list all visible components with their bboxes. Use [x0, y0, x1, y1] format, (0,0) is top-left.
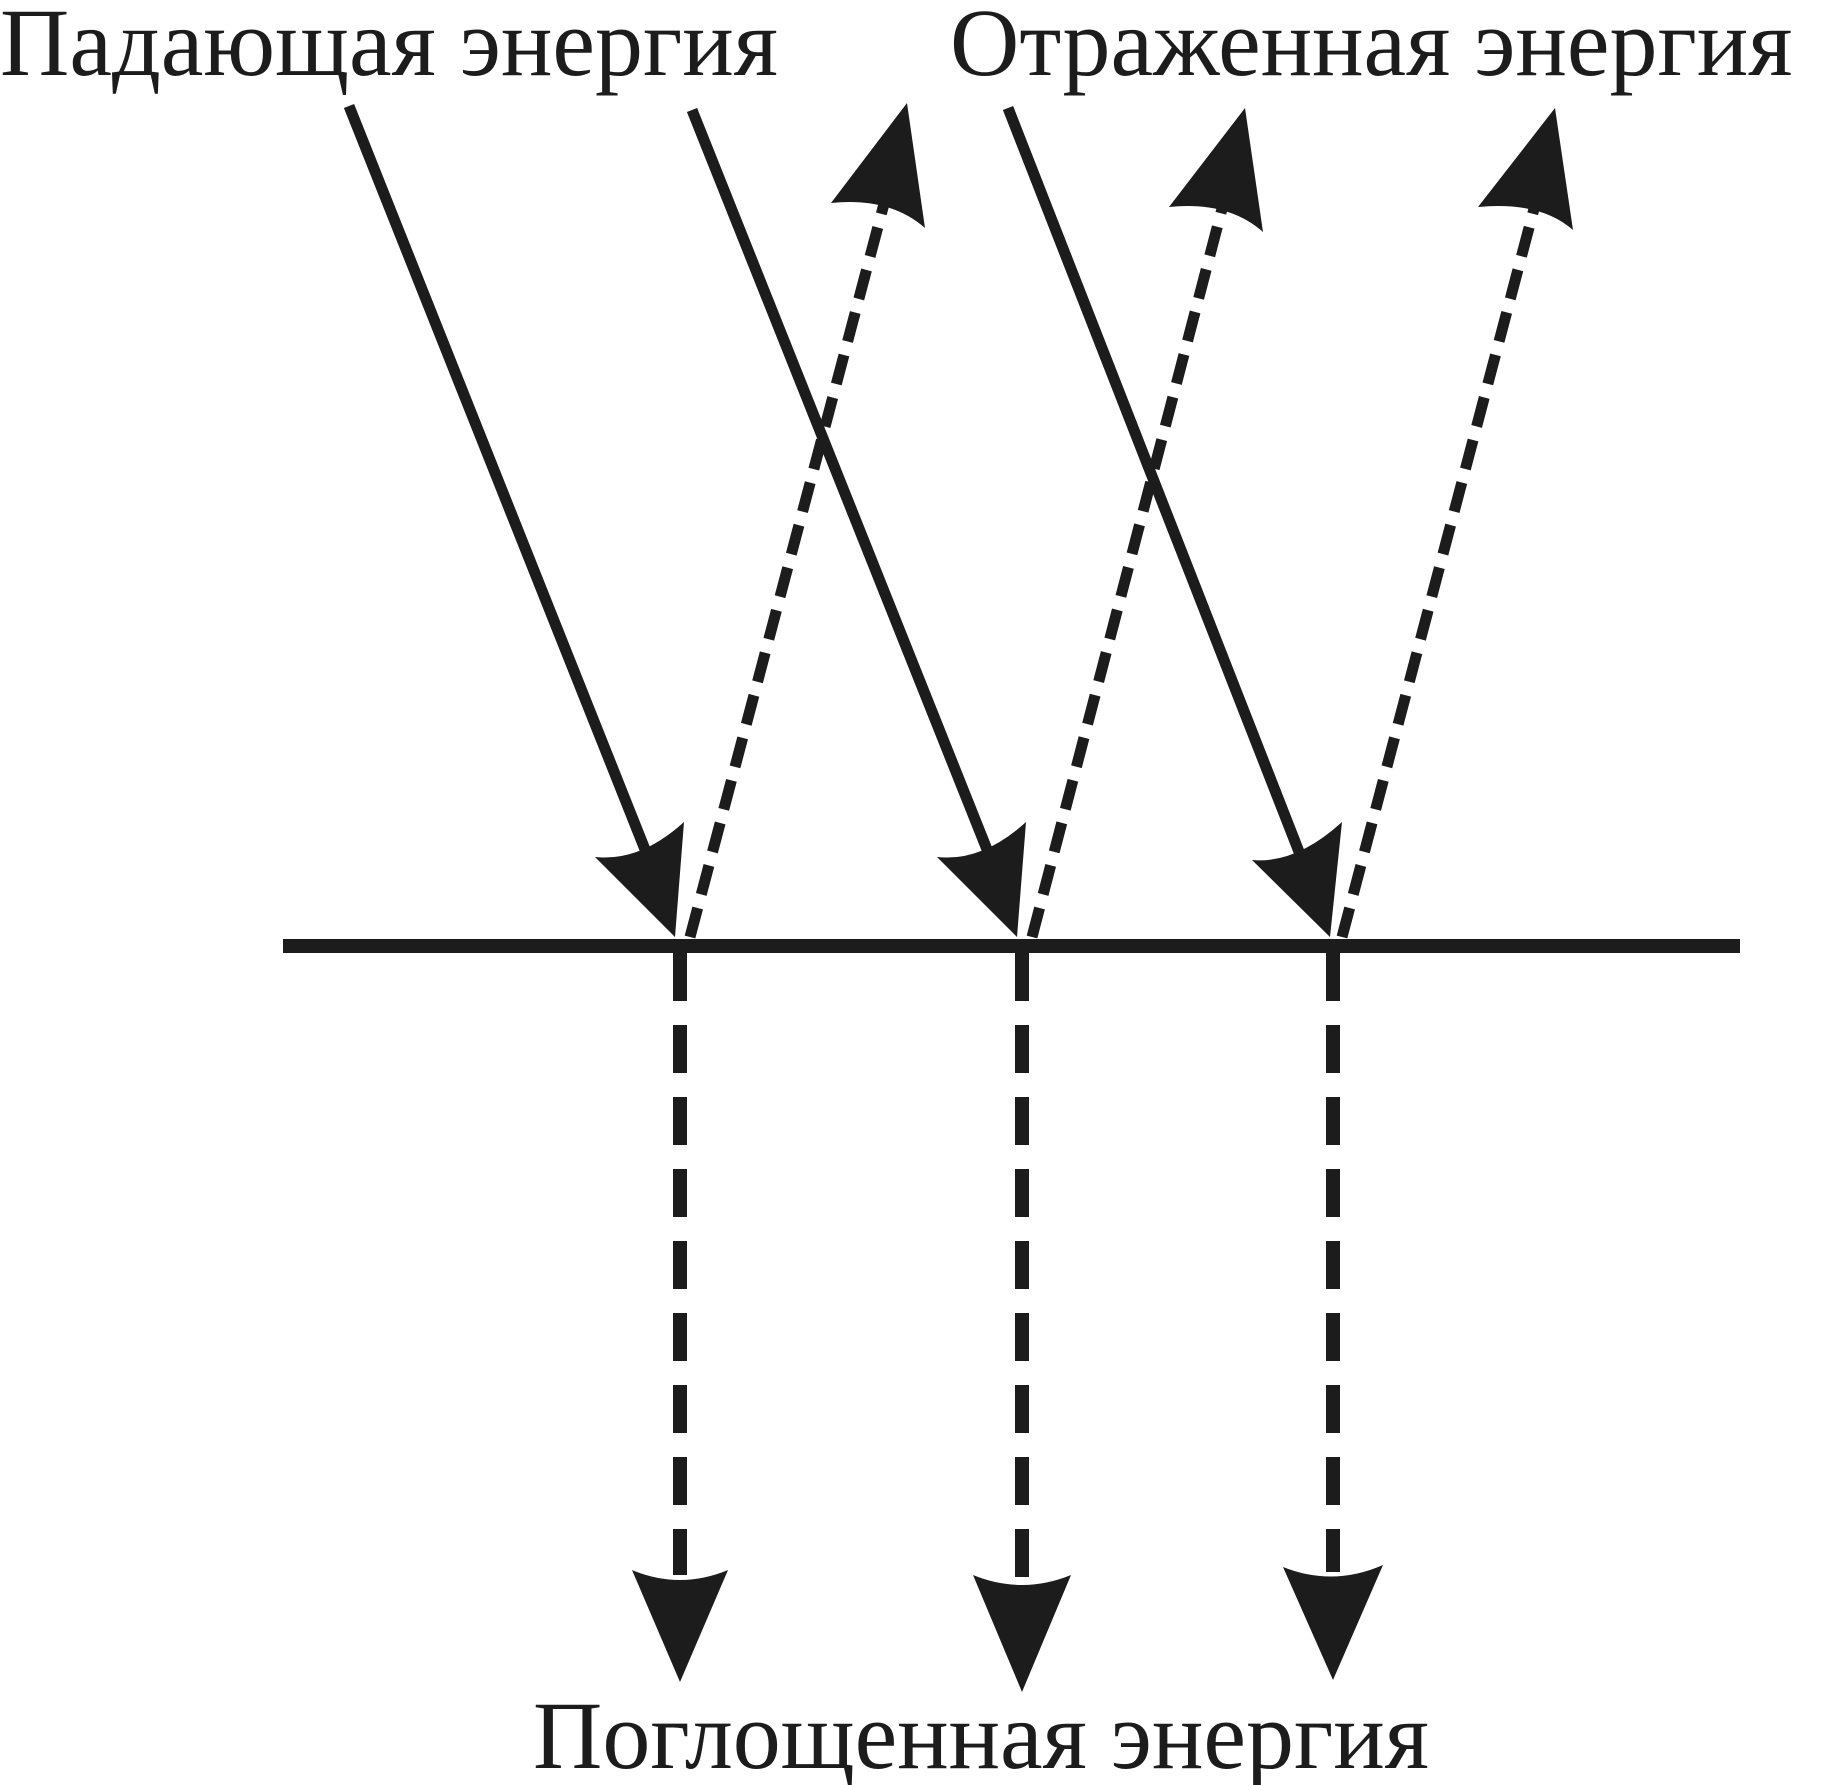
- incident-arrowhead-1: [595, 822, 684, 937]
- incident-arrowhead-2: [937, 822, 1026, 937]
- absorbed-energy-label: Поглощенная энергия: [533, 1682, 1429, 1785]
- incident-energy-label: Падающая энергия: [0, 0, 778, 96]
- absorbed-arrowhead-3: [1283, 1565, 1383, 1680]
- ray-group-2: [686, 107, 1263, 1692]
- reflected-arrowhead-3: [1478, 108, 1573, 230]
- incident-arrowhead-3: [1252, 822, 1342, 937]
- reflected-arrowhead-1: [831, 103, 925, 228]
- ray-group-1: [343, 103, 925, 1682]
- ray-group-3: [1002, 105, 1573, 1680]
- absorbed-arrowhead-1: [632, 1570, 728, 1682]
- incident-ray-3: [1002, 105, 1309, 865]
- incident-ray-2: [686, 107, 998, 865]
- reflected-ray-2: [1026, 203, 1229, 939]
- reflected-ray-1: [684, 198, 891, 939]
- reflected-energy-label: Отраженная энергия: [950, 0, 1792, 96]
- reflected-ray-3: [1336, 203, 1541, 939]
- reflected-arrowhead-2: [1169, 108, 1263, 232]
- incident-ray-1: [343, 103, 656, 865]
- absorbed-arrowhead-2: [973, 1575, 1071, 1692]
